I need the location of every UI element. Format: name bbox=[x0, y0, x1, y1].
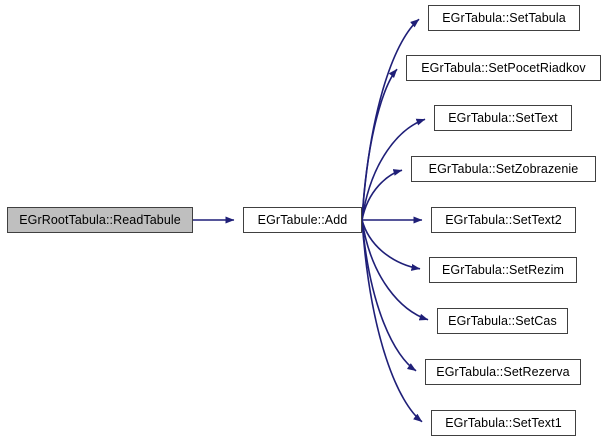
node-egrtabule-add[interactable]: EGrTabule::Add bbox=[243, 207, 362, 233]
node-label: EGrRootTabula::ReadTabule bbox=[19, 212, 181, 227]
node-egrtabula-setzobrazenie[interactable]: EGrTabula::SetZobrazenie bbox=[411, 156, 596, 182]
node-egrtabula-setrezim[interactable]: EGrTabula::SetRezim bbox=[429, 257, 577, 283]
node-egrtabula-settext2[interactable]: EGrTabula::SetText2 bbox=[431, 207, 576, 233]
node-label: EGrTabula::SetRezerva bbox=[436, 364, 570, 379]
node-label: EGrTabula::SetRezim bbox=[441, 262, 565, 277]
edge-add-to-setTabula bbox=[361, 18, 420, 221]
node-label: EGrTabula::SetZobrazenie bbox=[428, 161, 579, 176]
node-egrtabula-setpocetriadkov[interactable]: EGrTabula::SetPocetRiadkov bbox=[406, 55, 601, 81]
node-egrtabula-setrezerva[interactable]: EGrTabula::SetRezerva bbox=[425, 359, 581, 385]
edge-add-to-setPocetRiadkov bbox=[361, 68, 398, 221]
node-root-egrroottabula-readtabule[interactable]: EGrRootTabula::ReadTabule bbox=[7, 207, 193, 233]
edge-add-to-setRezim bbox=[361, 219, 421, 271]
node-label: EGrTabula::SetPocetRiadkov bbox=[421, 60, 586, 75]
node-egrtabula-settext1[interactable]: EGrTabula::SetText1 bbox=[431, 410, 576, 436]
node-label: EGrTabula::SetCas bbox=[448, 313, 557, 328]
node-egrtabula-settext[interactable]: EGrTabula::SetText bbox=[434, 105, 572, 131]
edge-add-to-setRezerva bbox=[361, 219, 417, 372]
edge-add-to-setCas bbox=[361, 219, 429, 321]
node-label: EGrTabula::SetText bbox=[448, 110, 558, 125]
node-egrtabula-setcas[interactable]: EGrTabula::SetCas bbox=[437, 308, 568, 334]
node-label: EGrTabula::SetTabula bbox=[442, 10, 566, 25]
node-label: EGrTabule::Add bbox=[257, 212, 348, 227]
node-label: EGrTabula::SetText2 bbox=[445, 212, 562, 227]
edge-add-to-setText1 bbox=[361, 219, 423, 423]
node-label: EGrTabula::SetText1 bbox=[445, 415, 562, 430]
node-egrtabula-settabula[interactable]: EGrTabula::SetTabula bbox=[428, 5, 580, 31]
edge-add-to-setZobrazenie bbox=[361, 169, 403, 221]
